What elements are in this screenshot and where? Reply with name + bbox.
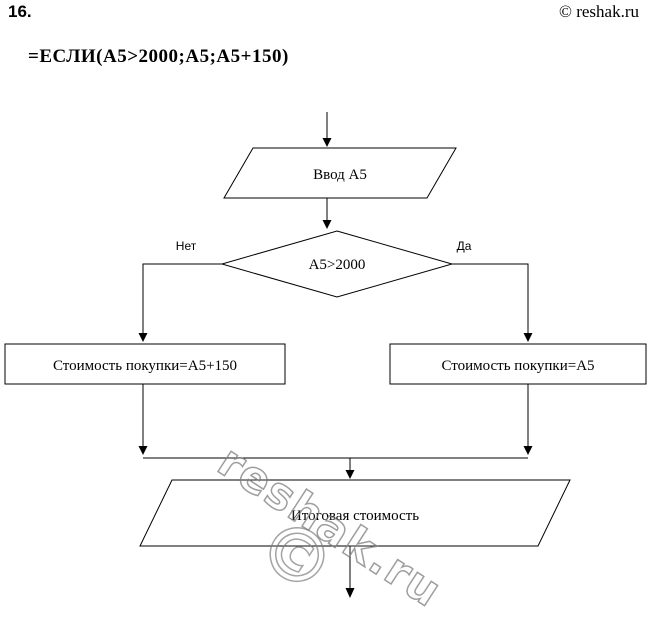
branch-no-label: Нет: [176, 239, 197, 253]
excel-formula: =ЕСЛИ(А5>2000;А5;А5+150): [28, 46, 289, 67]
condition-diamond: [220, 230, 454, 298]
action-no-label: Стоимость покупки=А5+150: [53, 358, 237, 374]
no-branch-line: [142, 263, 222, 334]
action-yes-rect: [389, 343, 647, 385]
input-parallelogram: [223, 147, 457, 199]
action-yes-down-arrowhead: [523, 446, 533, 455]
output-label: Итоговая стоимость: [291, 508, 419, 524]
action-no-rect: [4, 343, 286, 385]
flowchart-svg: Ввод А5 А5>2000 Нет Да Стоимость покупки…: [4, 112, 647, 598]
problem-number: 16.: [8, 2, 32, 21]
site-credit: © reshak.ru: [559, 2, 639, 21]
yes-branch-line: [452, 263, 529, 334]
input-to-condition-arrowhead: [322, 220, 332, 229]
yes-branch-arrowhead: [523, 333, 533, 342]
entry-arrowhead: [322, 138, 332, 147]
input-label: Ввод А5: [313, 167, 367, 183]
action-no-down-arrowhead: [138, 446, 148, 455]
join-to-output-arrowhead: [345, 470, 355, 479]
condition-label: А5>2000: [309, 257, 366, 273]
exit-arrowhead: [345, 588, 355, 598]
output-parallelogram: [139, 479, 571, 547]
branch-yes-label: Да: [457, 239, 472, 253]
no-branch-arrowhead: [138, 333, 148, 342]
action-yes-label: Стоимость покупки=А5: [441, 358, 594, 374]
